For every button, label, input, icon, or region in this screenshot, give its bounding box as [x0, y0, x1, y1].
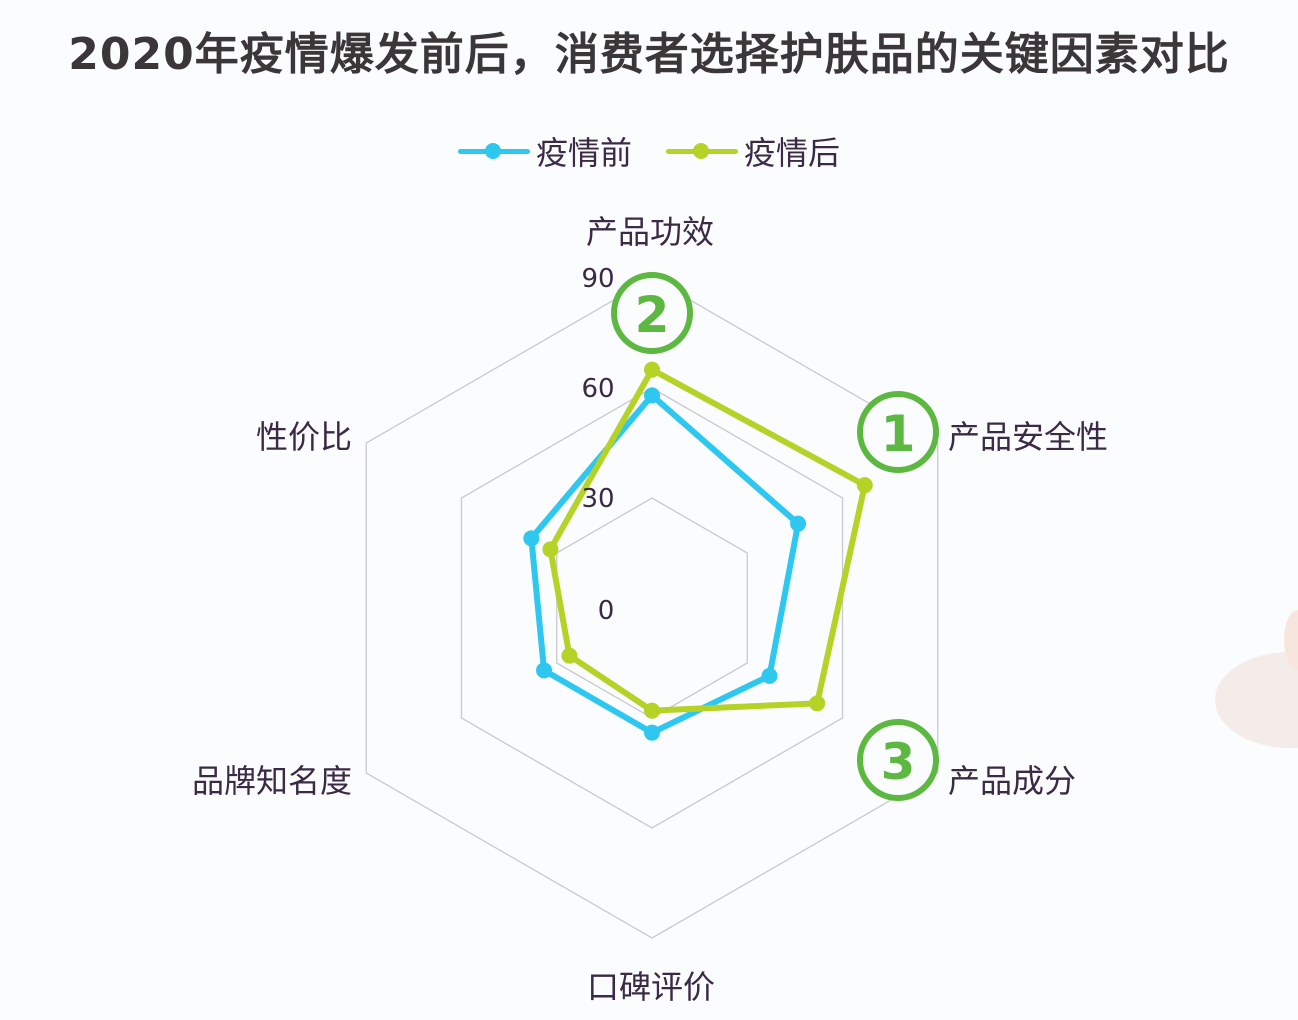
chart-title: 2020年疫情爆发前后，消费者选择护肤品的关键因素对比 [68, 29, 1230, 80]
legend-label: 疫情后 [744, 134, 841, 172]
tick-label-0: 0 [598, 596, 615, 626]
grid-ring [556, 497, 748, 719]
axis-label-reputation: 口碑评价 [587, 968, 715, 1006]
grid-ring [365, 277, 939, 939]
data-point[interactable] [790, 515, 807, 532]
data-point[interactable] [644, 361, 660, 378]
legend-line-marker-icon [666, 143, 738, 159]
annotation-badge-2: 2 [611, 272, 693, 354]
tick-label-60: 60 [581, 374, 614, 404]
legend-line-marker-icon [457, 143, 530, 159]
series-line-before [528, 392, 802, 736]
svg-text:1: 1 [881, 405, 916, 463]
data-point[interactable] [809, 695, 826, 712]
legend-label: 疫情前 [535, 134, 632, 172]
data-point[interactable] [536, 662, 553, 679]
svg-text:2: 2 [635, 286, 670, 344]
annotation-badge-3: 3 [857, 719, 939, 801]
axis-label-ingredients: 产品成分 [948, 762, 1076, 800]
radar-series [523, 361, 873, 741]
axis-label-safety: 产品安全性 [948, 418, 1108, 456]
data-point[interactable] [644, 702, 660, 719]
data-point[interactable] [561, 647, 578, 664]
tick-label-30: 30 [581, 484, 614, 514]
data-point[interactable] [542, 541, 559, 558]
grid-ring [460, 387, 844, 829]
legend-item-before[interactable]: 疫情前 [457, 128, 632, 174]
legend-item-after[interactable]: 疫情后 [666, 128, 840, 174]
axis-label-efficacy: 产品功效 [586, 213, 714, 251]
data-point[interactable] [761, 667, 778, 684]
data-point[interactable] [644, 724, 660, 741]
data-point[interactable] [856, 477, 873, 494]
decorative-shape [1215, 610, 1298, 748]
axis-label-brand-awareness: 品牌知名度 [192, 762, 352, 800]
tick-label-90: 90 [581, 264, 614, 294]
data-point[interactable] [644, 387, 660, 404]
annotation-badge-1: 1 [857, 391, 939, 473]
axis-label-value-for-money: 性价比 [256, 418, 352, 456]
svg-text:3: 3 [881, 733, 916, 791]
data-point[interactable] [523, 530, 540, 547]
legend: 疫情前 疫情后 [0, 128, 1298, 174]
